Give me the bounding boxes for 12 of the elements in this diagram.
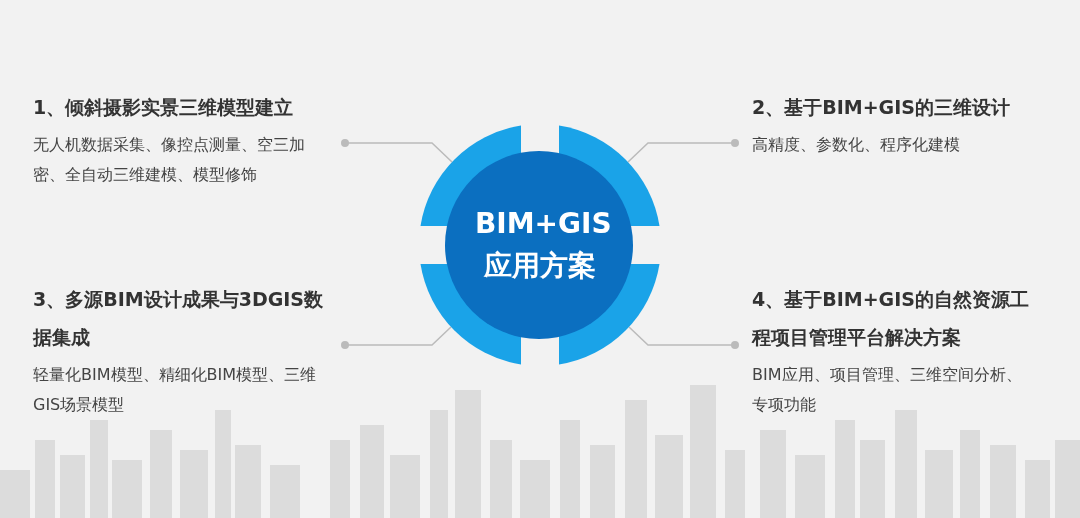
item-heading: 1、倾斜摄影实景三维模型建立 xyxy=(33,95,295,120)
item-heading: 2、基于BIM+GIS的三维设计 xyxy=(752,95,1011,120)
item-description: 高精度、参数化、程序化建模 xyxy=(752,134,961,156)
item-description: 轻量化BIM模型、精细化BIM模型、三维GIS场景模型 xyxy=(33,364,317,416)
item-description: BIM应用、项目管理、三维空间分析、专项功能 xyxy=(752,364,1023,416)
leader-line xyxy=(341,139,453,163)
leader-line xyxy=(628,326,739,349)
leader-line xyxy=(341,326,452,349)
item-heading: 3、多源BIM设计成果与3DGIS数据集成 xyxy=(33,287,325,350)
item-heading: 4、基于BIM+GIS的自然资源工程项目管理平台解决方案 xyxy=(752,287,1030,350)
leader-line xyxy=(627,139,739,163)
item-description: 无人机数据采集、像控点测量、空三加密、全自动三维建模、模型修饰 xyxy=(33,134,306,186)
